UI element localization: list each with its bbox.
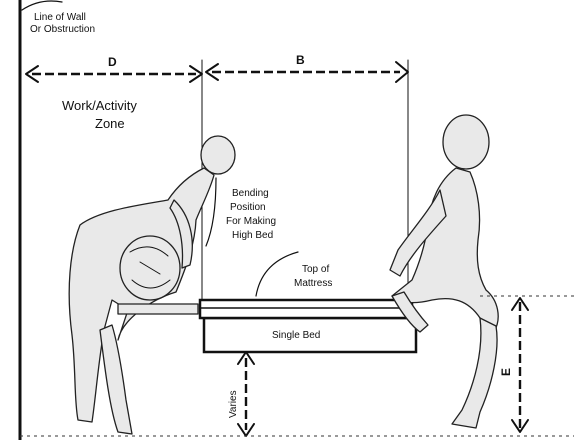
seated-figure	[389, 114, 499, 429]
bending-line4: High Bed	[232, 230, 273, 241]
wall-label-line1: Line of Wall	[34, 12, 86, 23]
dimension-b	[205, 61, 409, 83]
single-bed	[198, 298, 418, 354]
mattress-line2: Mattress	[294, 278, 332, 289]
bending-line3: For Making	[226, 216, 276, 227]
mattress	[198, 298, 414, 320]
mattress-line1: Top of	[302, 264, 329, 275]
dimension-varies	[237, 351, 255, 437]
bed-label: Single Bed	[272, 330, 320, 341]
mattress-callout-curve	[255, 251, 299, 297]
bending-callout-curve	[205, 177, 217, 247]
wall-label-line2: Or Obstruction	[30, 24, 95, 35]
dim-b-label: B	[296, 53, 305, 67]
dimension-e	[511, 297, 529, 433]
work-zone-line1: Work/Activity	[62, 98, 137, 113]
wall-callout-curve	[21, 0, 63, 11]
work-zone-line2: Zone	[95, 116, 125, 131]
bending-line2: Position	[230, 202, 266, 213]
dim-d-label: D	[108, 55, 117, 69]
bending-figure	[68, 135, 236, 435]
varies-label: Varies	[228, 390, 239, 418]
bending-line1: Bending	[232, 188, 269, 199]
dim-e-label: E	[499, 368, 513, 376]
